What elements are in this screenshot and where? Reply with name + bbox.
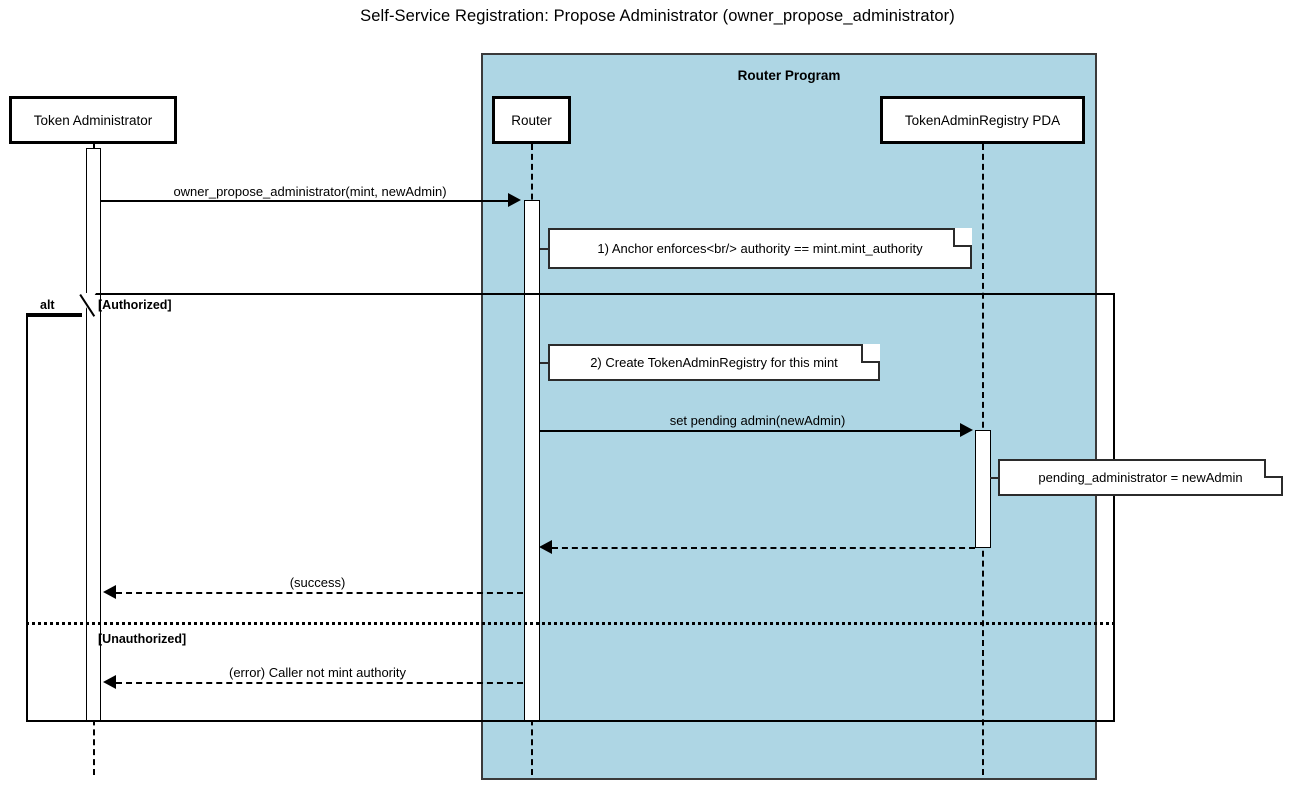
- group-box-router-program: Router Program: [481, 53, 1097, 780]
- fragment-guard-authorized: [Authorized]: [98, 298, 172, 312]
- diagram-title: Self-Service Registration: Propose Admin…: [360, 7, 955, 25]
- arrowhead-left-icon: [103, 585, 116, 599]
- fragment-tab-bottom-border: [26, 315, 82, 317]
- participant-label: Router: [511, 112, 552, 128]
- note-connector-2: [540, 362, 550, 364]
- note-fold-cut-icon: [1266, 459, 1283, 476]
- note-connector-1: [540, 248, 550, 250]
- note-fold-cut-icon: [863, 344, 880, 361]
- fragment-operator-label: alt: [40, 298, 55, 312]
- message-label-owner-propose-administrator: owner_propose_administrator(mint, newAdm…: [173, 184, 447, 199]
- participant-router[interactable]: Router: [492, 96, 571, 144]
- participant-label: TokenAdminRegistry PDA: [904, 112, 1061, 128]
- note-anchor-enforces: 1) Anchor enforces<br/> authority == min…: [548, 228, 972, 269]
- fragment-tab-corner: [82, 293, 96, 315]
- arrowhead-right-icon: [960, 423, 973, 437]
- arrowhead-left-icon: [539, 540, 552, 554]
- activation-token-admin-registry-pda: [975, 430, 991, 548]
- fragment-tab: [26, 293, 82, 315]
- group-box-label: Router Program: [737, 68, 841, 83]
- note-pending-administrator: pending_administrator = newAdmin: [998, 459, 1283, 496]
- arrowhead-left-icon: [103, 675, 116, 689]
- message-line-pda-return: [552, 547, 975, 549]
- participant-token-admin-registry-pda[interactable]: TokenAdminRegistry PDA: [880, 96, 1085, 144]
- note-create-token-admin-registry: 2) Create TokenAdminRegistry for this mi…: [548, 344, 880, 381]
- note-text: 1) Anchor enforces<br/> authority == min…: [597, 241, 923, 256]
- message-line-set-pending-admin: [540, 430, 962, 432]
- message-label-success: (success): [289, 575, 346, 590]
- note-text: 2) Create TokenAdminRegistry for this mi…: [590, 355, 838, 370]
- participant-label: Token Administrator: [33, 112, 153, 128]
- note-fold-cut-icon: [955, 228, 972, 245]
- note-text: pending_administrator = newAdmin: [1038, 470, 1243, 485]
- message-line-owner-propose-administrator: [101, 200, 511, 202]
- combined-fragment-alt: [26, 293, 1115, 722]
- note-connector-3: [990, 477, 1000, 479]
- arrowhead-right-icon: [508, 193, 521, 207]
- fragment-divider: [26, 622, 1115, 625]
- message-label-error: (error) Caller not mint authority: [229, 665, 406, 680]
- fragment-guard-unauthorized: [Unauthorized]: [98, 632, 187, 646]
- message-label-set-pending-admin: set pending admin(newAdmin): [669, 413, 846, 428]
- message-line-success: [116, 592, 523, 594]
- participant-token-administrator[interactable]: Token Administrator: [9, 96, 177, 144]
- message-line-error: [116, 682, 523, 684]
